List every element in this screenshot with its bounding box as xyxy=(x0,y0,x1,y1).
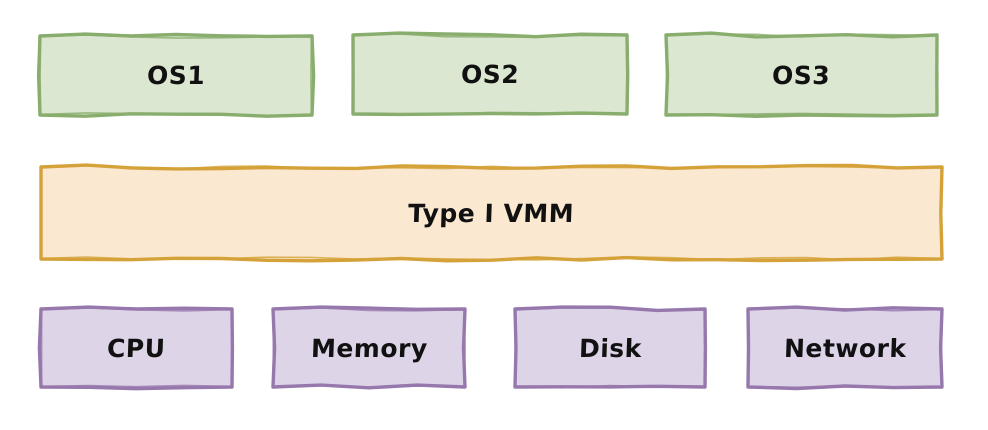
guest-os2-box: OS2 xyxy=(350,31,630,117)
guest-os3-label: OS3 xyxy=(771,60,832,90)
guest-os2-label: OS2 xyxy=(460,60,520,89)
guest-os1-box: OS1 xyxy=(36,32,316,118)
hw-network-label: Network xyxy=(783,333,907,363)
hw-disk-box: Disk xyxy=(512,305,708,390)
hw-disk-label: Disk xyxy=(578,333,642,363)
guest-os3-box: OS3 xyxy=(663,31,940,118)
hw-network-box: Network xyxy=(745,305,945,391)
vmm-layer-box: Type I VMM xyxy=(38,163,945,263)
hw-cpu-box: CPU xyxy=(37,305,235,391)
vmm-layer-label: Type I VMM xyxy=(407,198,576,228)
hw-memory-box: Memory xyxy=(270,305,468,390)
hw-memory-label: Memory xyxy=(310,333,428,363)
guest-os1-label: OS1 xyxy=(146,61,206,90)
hw-cpu-label: CPU xyxy=(106,333,167,363)
